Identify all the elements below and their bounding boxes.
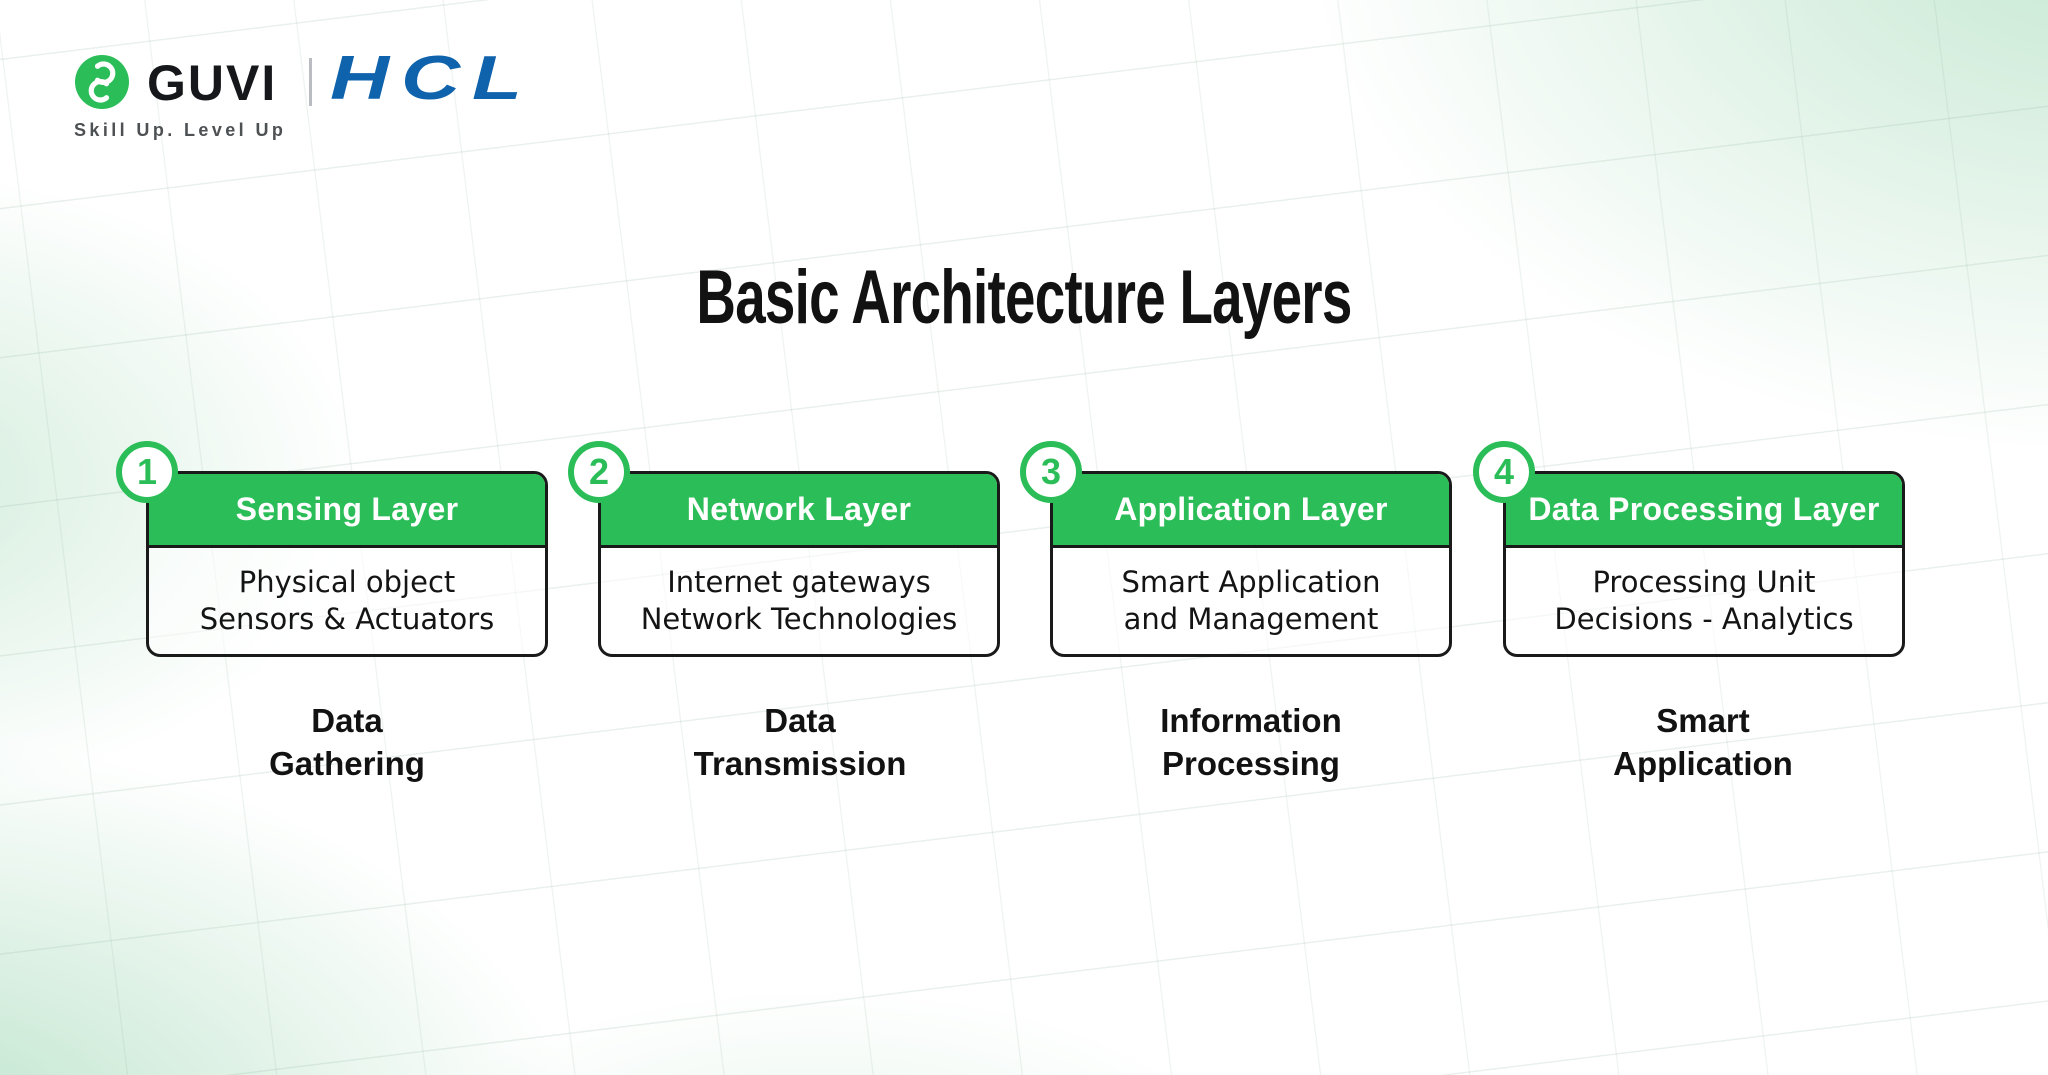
layer-card-network: Network Layer Internet gateways Network … [598, 471, 1000, 657]
card-body: Internet gateways Network Technologies [601, 548, 997, 654]
card-header: Network Layer [601, 474, 997, 548]
page-title: Basic Architecture Layers [0, 256, 2048, 340]
caption-line: Gathering [269, 745, 425, 782]
caption-line: Smart [1656, 702, 1750, 739]
step-number: 1 [136, 451, 158, 492]
card-body-line: Smart Application [1121, 565, 1381, 599]
caption-line: Information [1160, 702, 1342, 739]
card-caption-data-gathering: Data Gathering [97, 699, 597, 785]
card-body-line: Sensors & Actuators [199, 602, 495, 636]
page-title-text: Basic Architecture Layers [696, 255, 1352, 340]
card-header: Application Layer [1053, 474, 1449, 548]
card-header: Sensing Layer [149, 474, 545, 548]
layer-card-sensing: Sensing Layer Physical object Sensors & … [146, 471, 548, 657]
step-number: 4 [1493, 451, 1515, 492]
card-header: Data Processing Layer [1506, 474, 1902, 548]
step-badge-2: 2 [568, 441, 630, 503]
step-badge-3: 3 [1020, 441, 1082, 503]
step-badge-1: 1 [116, 441, 178, 503]
caption-line: Data [311, 702, 383, 739]
card-body-line: Internet gateways [667, 565, 931, 599]
card-caption-information-processing: Information Processing [1001, 699, 1501, 785]
card-body: Smart Application and Management [1053, 548, 1449, 654]
card-body: Processing Unit Decisions - Analytics [1506, 548, 1902, 654]
layer-card-application: Application Layer Smart Application and … [1050, 471, 1452, 657]
card-body-line: Network Technologies [640, 602, 958, 636]
guvi-g-icon [75, 55, 129, 109]
caption-line: Data [764, 702, 836, 739]
caption-line: Processing [1162, 745, 1340, 782]
brand-tagline: Skill Up. Level Up [74, 120, 287, 140]
card-caption-smart-application: Smart Application [1453, 699, 1953, 785]
caption-line: Application [1613, 745, 1793, 782]
card-body-line: and Management [1123, 602, 1379, 636]
logo-divider [309, 58, 312, 106]
hcl-wordmark: HCL [330, 44, 534, 113]
caption-line: Transmission [693, 745, 907, 782]
layer-card-data-processing: Data Processing Layer Processing Unit De… [1503, 471, 1905, 657]
card-body-line: Physical object [238, 565, 456, 599]
card-caption-data-transmission: Data Transmission [550, 699, 1050, 785]
guvi-wordmark: GUVI [147, 55, 278, 111]
card-body-line: Decisions - Analytics [1554, 602, 1854, 636]
card-body-line: Processing Unit [1592, 565, 1816, 599]
step-number: 3 [1040, 451, 1062, 492]
step-badge-4: 4 [1473, 441, 1535, 503]
card-body: Physical object Sensors & Actuators [149, 548, 545, 654]
step-number: 2 [588, 451, 610, 492]
